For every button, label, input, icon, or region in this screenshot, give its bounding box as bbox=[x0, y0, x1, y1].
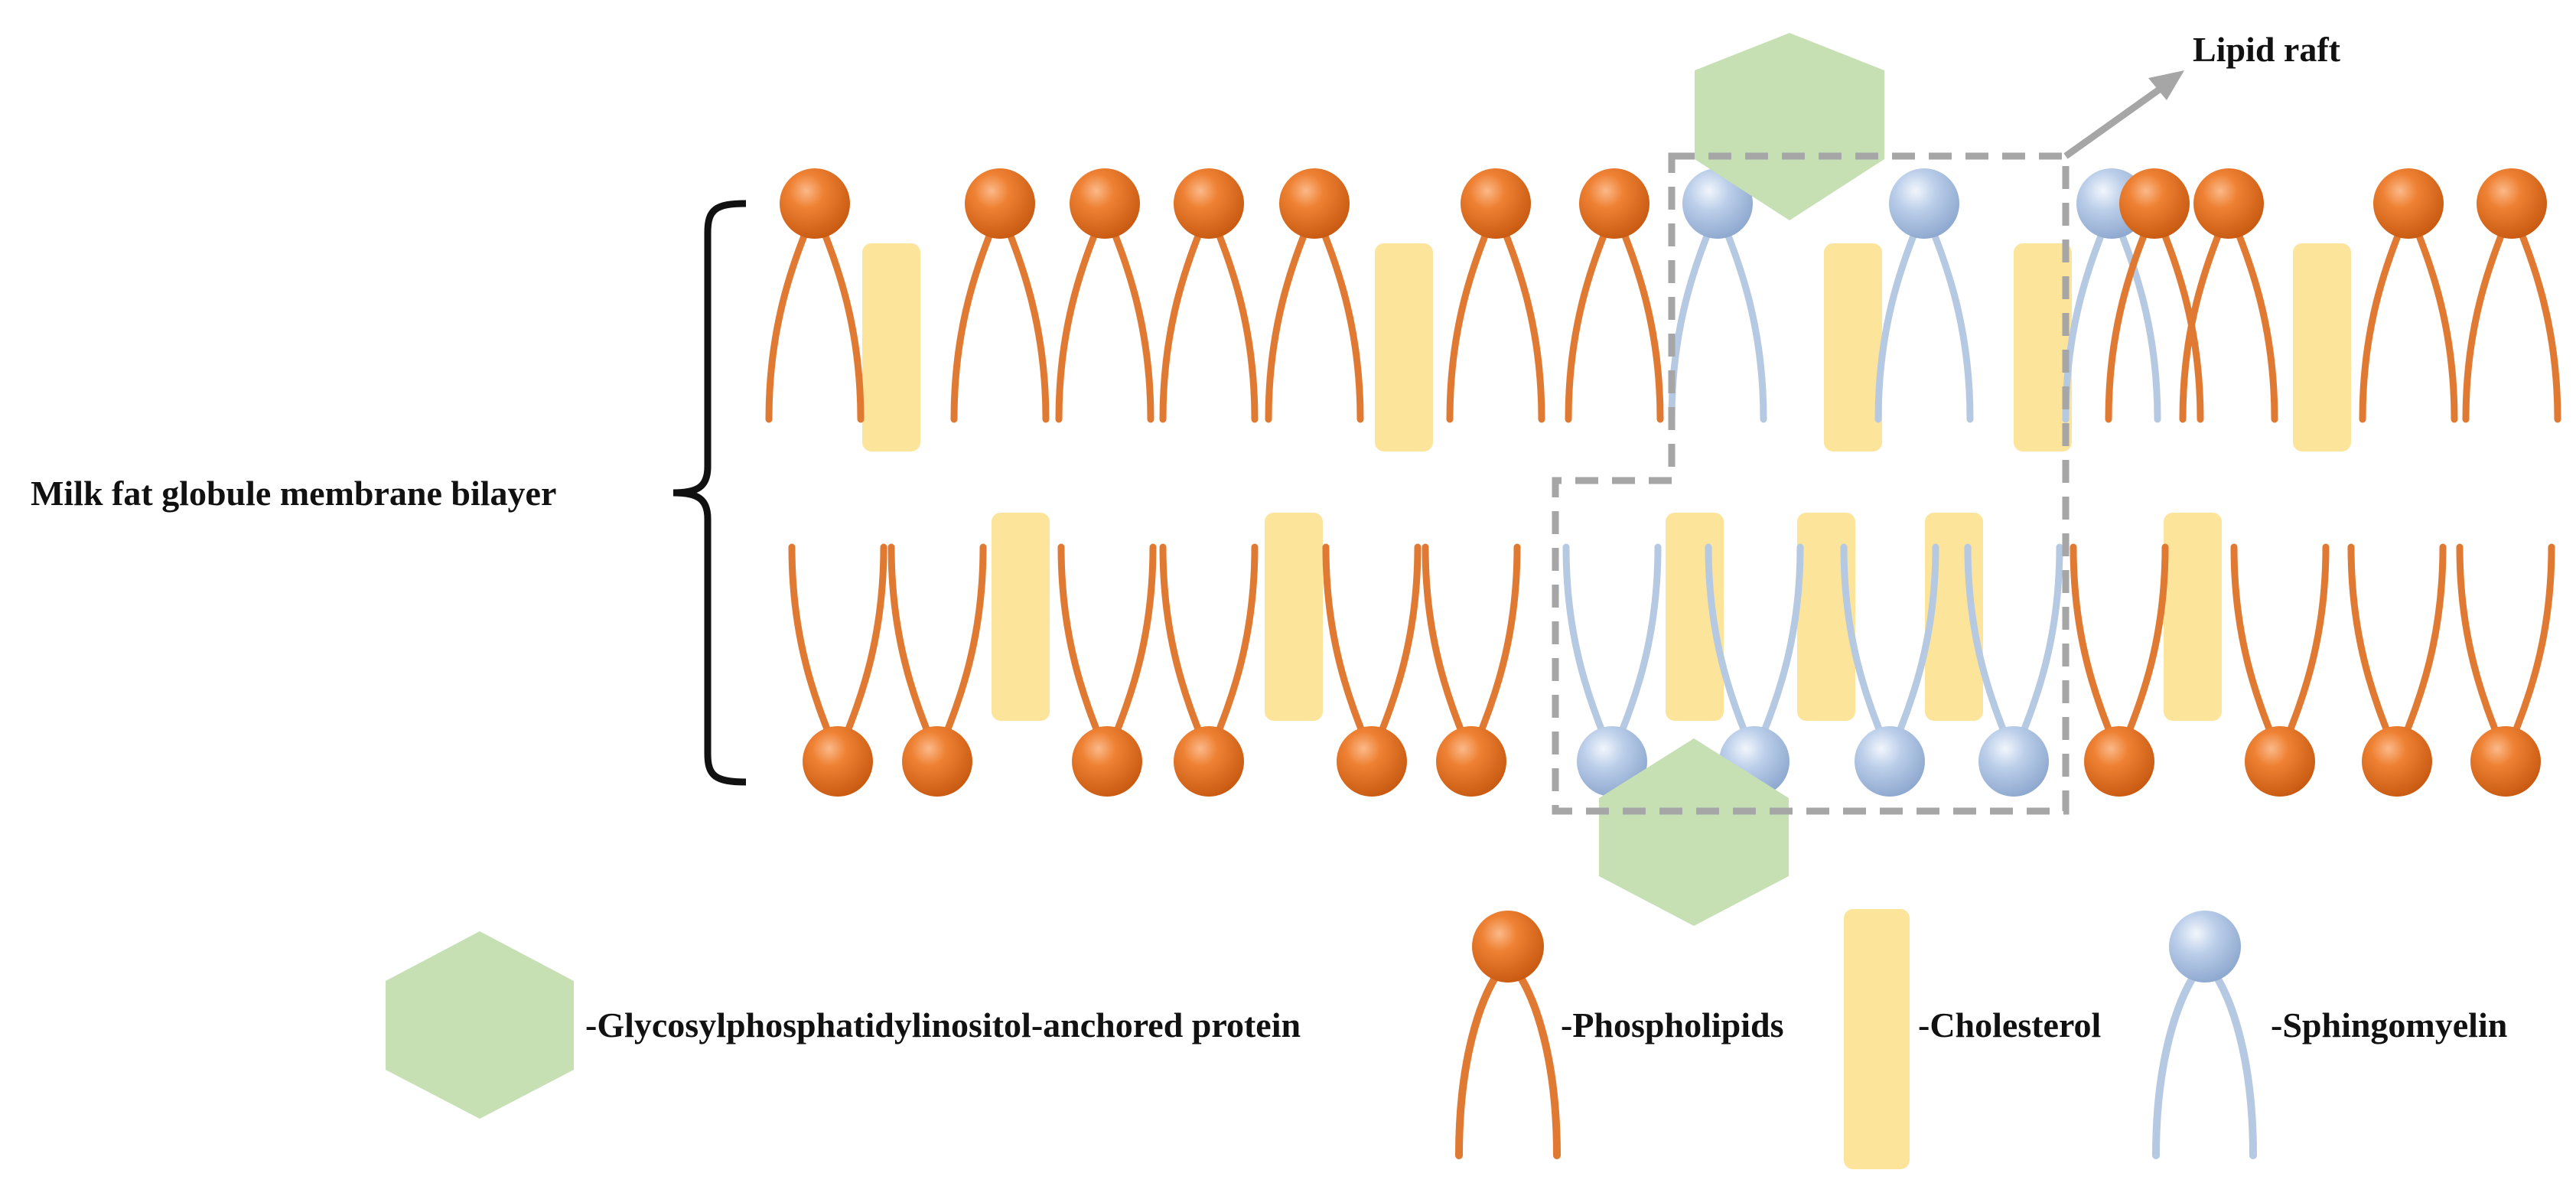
sphingomyelin-upper-11 bbox=[1874, 168, 1974, 423]
cholesterol-legend-icon bbox=[1844, 909, 1910, 1169]
sphingomyelin-lower-8 bbox=[1562, 543, 1662, 797]
phospholipid-lower-18 bbox=[2347, 543, 2447, 797]
bilayer-bracket bbox=[672, 200, 747, 786]
gpi-protein-legend-icon bbox=[386, 931, 574, 1119]
cholesterol-upper-12 bbox=[2014, 243, 2072, 451]
cholesterol-upper-1 bbox=[862, 243, 920, 451]
phospholipid-upper-7 bbox=[1446, 168, 1545, 423]
phospholipid-upper-17 bbox=[2359, 168, 2458, 423]
sphingomyelin-legend-label: -Sphingomyelin bbox=[2271, 1005, 2507, 1044]
phospholipid-upper-14 bbox=[2105, 168, 2204, 423]
phospholipid-upper-4 bbox=[1159, 168, 1259, 423]
gpi-protein-legend-label: -Glycosylphosphatidylinositol-anchored p… bbox=[585, 1005, 1301, 1044]
phospholipid-upper-15 bbox=[2179, 168, 2278, 423]
phospholipid-upper-8 bbox=[1565, 168, 1664, 423]
gpi-protein-bottom bbox=[1599, 738, 1789, 926]
cholesterol-lower-2 bbox=[992, 513, 1050, 721]
phospholipid-upper-3 bbox=[1055, 168, 1154, 423]
phospholipid-upper-0 bbox=[765, 168, 865, 423]
sphingomyelin-upper-9 bbox=[1668, 168, 1767, 423]
cholesterol-lower-16 bbox=[2164, 513, 2222, 721]
cholesterol-upper-6 bbox=[1375, 243, 1433, 451]
phospholipid-lower-1 bbox=[887, 543, 987, 797]
cholesterol-upper-16 bbox=[2293, 243, 2351, 451]
phospholipid-lower-17 bbox=[2230, 543, 2330, 797]
phospholipid-lower-7 bbox=[1422, 543, 1521, 797]
cholesterol-lower-5 bbox=[1265, 513, 1323, 721]
phospholipid-upper-2 bbox=[950, 168, 1050, 423]
lipid-raft-arrow bbox=[2063, 81, 2169, 159]
phospholipid-lower-19 bbox=[2456, 543, 2555, 797]
sphingomyelin-lower-12 bbox=[1840, 543, 1939, 797]
sphingomyelin-lower-14 bbox=[1964, 543, 2063, 797]
upper-leaflet bbox=[765, 168, 2561, 451]
phospholipid-upper-5 bbox=[1265, 168, 1364, 423]
lower-leaflet bbox=[788, 513, 2555, 797]
lipid-raft-outline bbox=[1552, 152, 2070, 815]
phospholipid-upper-18 bbox=[2462, 168, 2561, 423]
phospholipid-lower-3 bbox=[1057, 543, 1157, 797]
lipid-raft-arrowhead bbox=[2148, 70, 2184, 100]
phospholipid-lower-4 bbox=[1159, 543, 1259, 797]
phospholipid-lower-15 bbox=[2070, 543, 2169, 797]
bilayer-label: Milk fat globule membrane bilayer bbox=[31, 474, 556, 513]
cholesterol-legend-label: -Cholesterol bbox=[1918, 1005, 2101, 1044]
phospholipid-lower-6 bbox=[1322, 543, 1422, 797]
phospholipid-lower-0 bbox=[788, 543, 887, 797]
lipid-raft-label: Lipid raft bbox=[2193, 30, 2341, 69]
cholesterol-upper-10 bbox=[1824, 243, 1882, 451]
gpi-protein-top bbox=[1695, 33, 1884, 220]
phospholipids-legend-label: -Phospholipids bbox=[1561, 1005, 1783, 1044]
sphingomyelin-legend-icon bbox=[2152, 911, 2257, 1159]
phospholipid-legend-icon bbox=[1455, 911, 1561, 1159]
